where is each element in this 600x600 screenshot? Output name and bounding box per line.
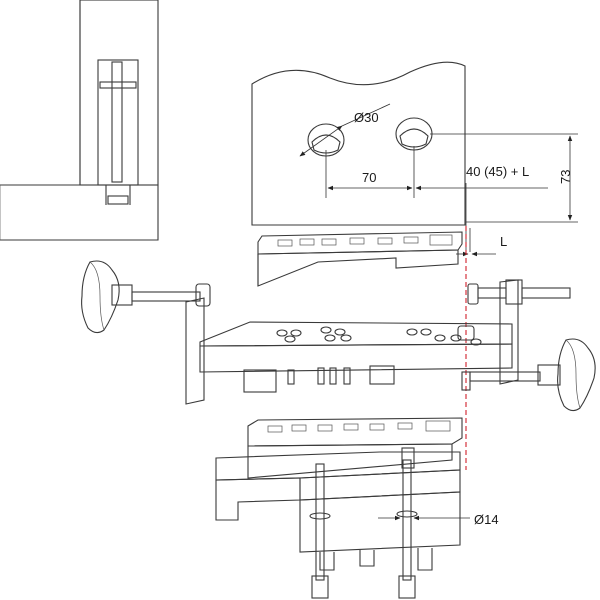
dowel-channel xyxy=(97,59,139,186)
clamp-jig xyxy=(81,260,596,412)
panel-view: Ø30 70 40 (45) + L 73 xyxy=(251,61,578,252)
left-knob xyxy=(81,260,211,334)
right-knob xyxy=(469,338,596,412)
jig-template-upper: L xyxy=(257,228,507,287)
left-post xyxy=(185,297,205,405)
hole-right xyxy=(395,117,433,151)
dim-diameter-bolt: Ø14 xyxy=(474,512,499,527)
bolt-right xyxy=(396,459,418,599)
section-detail xyxy=(0,0,159,241)
beam-front xyxy=(199,343,513,373)
upper-right-screw xyxy=(467,279,571,305)
profile-assembly: Ø14 xyxy=(215,417,499,599)
beam-top xyxy=(199,321,513,347)
profile-body xyxy=(299,491,461,553)
dim-lip: L xyxy=(500,234,507,249)
wood-panel xyxy=(251,61,466,226)
dim-spacing: 70 xyxy=(362,170,376,185)
bolt-left xyxy=(309,463,331,599)
hatched-panel xyxy=(79,0,159,186)
right-post xyxy=(499,279,519,385)
connector-plate xyxy=(99,81,137,89)
dowel xyxy=(111,61,123,183)
dim-diameter-hole: Ø30 xyxy=(354,110,379,125)
shelf-section xyxy=(0,184,159,241)
dim-offset: 40 (45) + L xyxy=(466,164,529,179)
bolt-head xyxy=(107,195,129,205)
beam-holes xyxy=(276,326,482,346)
dim-height: 73 xyxy=(558,170,573,184)
